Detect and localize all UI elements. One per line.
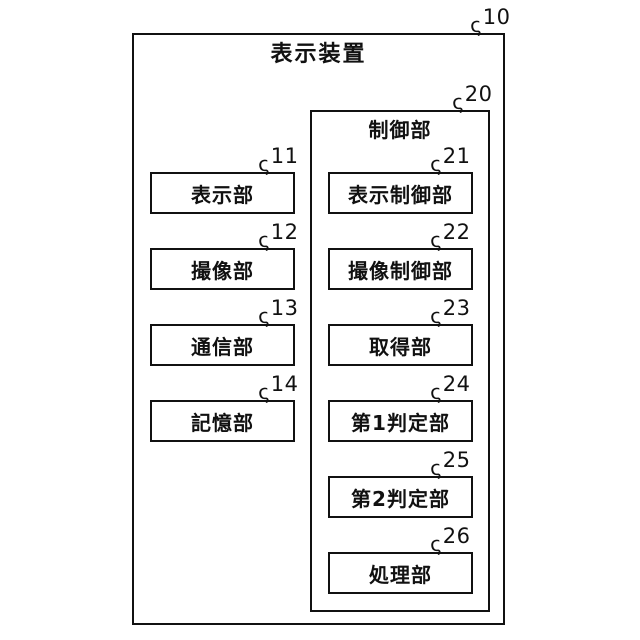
ref-label-23: ς 23 [428,296,471,329]
block-label: 記憶部 [191,410,254,435]
reference-leader-icon: ς [428,531,444,557]
block-label: 通信部 [191,334,254,359]
block-acquisition-unit: 取得部 [328,324,473,366]
ref-label-25: ς 25 [428,448,471,481]
reference-number-13: 13 [270,296,299,320]
reference-number-12: 12 [270,220,299,244]
ref-label-22: ς 22 [428,220,471,253]
reference-leader-icon: ς [428,455,444,481]
block-label: 撮像部 [191,258,254,283]
ref-label-13: ς 13 [256,296,299,329]
reference-number-22: 22 [442,220,471,244]
block-processing-unit: 処理部 [328,552,473,594]
ref-label-12: ς 12 [256,220,299,253]
block-label: 撮像制御部 [348,258,453,283]
reference-leader-icon: ς [468,12,484,38]
block-label: 表示部 [191,182,254,207]
block-display-control-unit: 表示制御部 [328,172,473,214]
reference-number-26: 26 [442,524,471,548]
block-label: 第1判定部 [351,410,450,435]
control-unit-title: 制御部 [368,118,432,142]
reference-leader-icon: ς [428,151,444,177]
reference-number-23: 23 [442,296,471,320]
reference-leader-icon: ς [428,303,444,329]
reference-leader-icon: ς [450,89,466,115]
block-imaging-unit: 撮像部 [150,248,295,290]
ref-label-21: ς 21 [428,144,471,177]
reference-leader-icon: ς [256,227,272,253]
ref-label-24: ς 24 [428,372,471,405]
reference-number-14: 14 [270,372,299,396]
block-imaging-control-unit: 撮像制御部 [328,248,473,290]
block-second-determination-unit: 第2判定部 [328,476,473,518]
reference-leader-icon: ς [256,303,272,329]
block-label: 取得部 [369,334,432,359]
block-label: 処理部 [369,562,432,587]
ref-label-11: ς 11 [256,144,299,177]
reference-number-20: 20 [464,82,493,106]
block-first-determination-unit: 第1判定部 [328,400,473,442]
reference-leader-icon: ς [256,151,272,177]
display-device-title: 表示装置 [270,42,367,67]
reference-leader-icon: ς [256,379,272,405]
reference-number-10: 10 [482,5,511,29]
block-label: 表示制御部 [348,182,453,207]
reference-number-24: 24 [442,372,471,396]
reference-leader-icon: ς [428,227,444,253]
ref-label-10: ς 10 [468,5,511,38]
block-display-unit: 表示部 [150,172,295,214]
reference-leader-icon: ς [428,379,444,405]
block-label: 第2判定部 [351,486,450,511]
reference-number-25: 25 [442,448,471,472]
ref-label-26: ς 26 [428,524,471,557]
reference-number-11: 11 [270,144,299,168]
block-communication-unit: 通信部 [150,324,295,366]
ref-label-14: ς 14 [256,372,299,405]
ref-label-20: ς 20 [450,82,493,115]
block-storage-unit: 記憶部 [150,400,295,442]
reference-number-21: 21 [442,144,471,168]
